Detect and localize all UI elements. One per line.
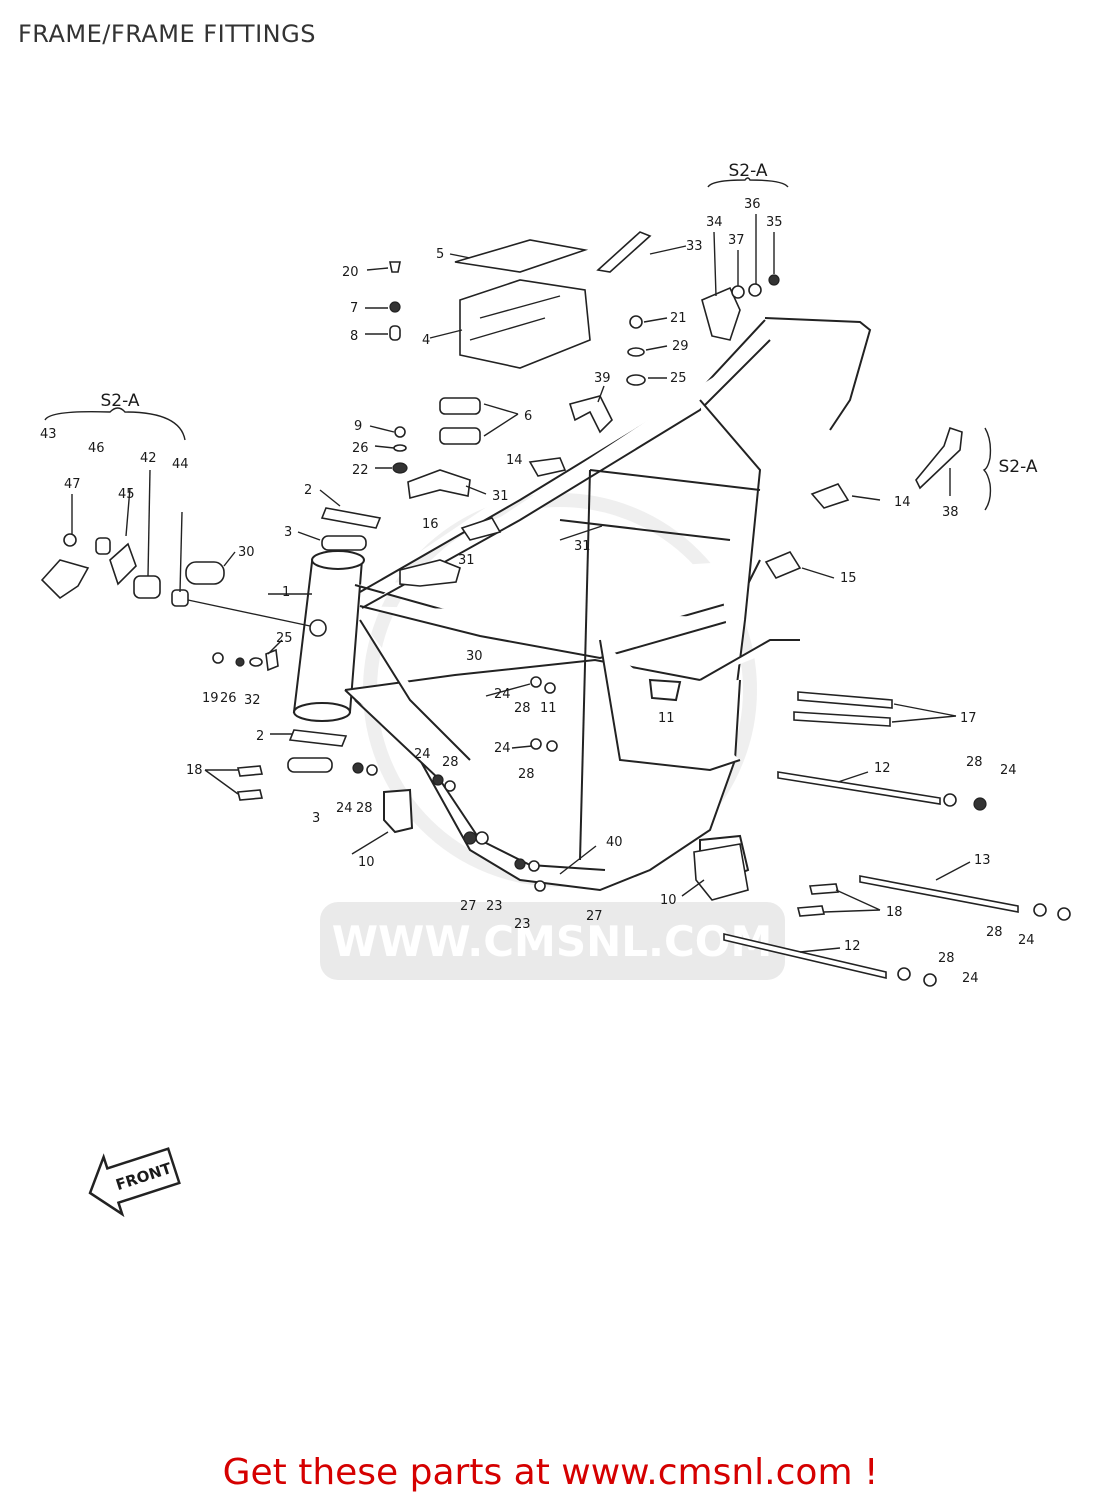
callout-38: 38 xyxy=(942,505,959,520)
callout-18: 18 xyxy=(186,763,203,778)
callout-8: 8 xyxy=(350,329,358,344)
callout-25: 25 xyxy=(670,371,687,386)
front-arrow-icon: FRONT xyxy=(88,1147,181,1218)
watermark-text: WWW.CMSNL.COM xyxy=(332,917,773,966)
callout-5: 5 xyxy=(436,247,444,262)
frame xyxy=(292,317,872,892)
callout-2: 2 xyxy=(256,729,264,744)
parts xyxy=(40,231,1071,987)
group-label: S2-A xyxy=(729,161,768,181)
cta-link[interactable]: Get these parts at www.cmsnl.com ! xyxy=(222,1452,879,1493)
callout-12: 12 xyxy=(844,939,861,954)
callout-3: 3 xyxy=(284,525,292,540)
callout-25: 25 xyxy=(276,631,293,646)
callout-28: 28 xyxy=(442,755,459,770)
callout-3: 3 xyxy=(312,811,320,826)
callout-24: 24 xyxy=(494,741,511,756)
callout-47: 47 xyxy=(64,477,81,492)
callout-11: 11 xyxy=(658,711,675,726)
callout-24: 24 xyxy=(414,747,431,762)
callout-30: 30 xyxy=(466,649,483,664)
callout-28: 28 xyxy=(514,701,531,716)
callout-24: 24 xyxy=(1018,933,1035,948)
callout-31: 31 xyxy=(492,489,509,504)
callout-28: 28 xyxy=(518,767,535,782)
callout-labels: 1 2 2 3 3 4 5 6 7 8 9 10 10 11 11 12 12 … xyxy=(40,197,1035,986)
callout-30: 30 xyxy=(238,545,255,560)
callout-40: 40 xyxy=(606,835,623,850)
callout-10: 10 xyxy=(660,893,677,908)
leader-lines xyxy=(71,214,971,953)
callout-28: 28 xyxy=(938,951,955,966)
callout-14: 14 xyxy=(506,453,523,468)
callout-6: 6 xyxy=(524,409,532,424)
callout-42: 42 xyxy=(140,451,157,466)
callout-34: 34 xyxy=(706,215,723,230)
group-label: S2-A xyxy=(999,457,1038,477)
callout-31: 31 xyxy=(458,553,475,568)
watermark: WWW.CMSNL.COM xyxy=(320,493,785,980)
callout-11: 11 xyxy=(540,701,557,716)
callout-29: 29 xyxy=(672,339,689,354)
callout-24: 24 xyxy=(336,801,353,816)
callout-39: 39 xyxy=(594,371,611,386)
page-title: FRAME/FRAME FITTINGS xyxy=(18,20,316,48)
callout-7: 7 xyxy=(350,301,358,316)
callout-45: 45 xyxy=(118,487,135,502)
callout-4: 4 xyxy=(422,333,430,348)
callout-36: 36 xyxy=(744,197,761,212)
callout-46: 46 xyxy=(88,441,105,456)
callout-21: 21 xyxy=(670,311,687,326)
callout-19: 19 xyxy=(202,691,219,706)
callout-28: 28 xyxy=(356,801,373,816)
callout-27: 27 xyxy=(460,899,477,914)
callout-14: 14 xyxy=(894,495,911,510)
callout-23: 23 xyxy=(514,917,531,932)
callout-12: 12 xyxy=(874,761,891,776)
callout-32: 32 xyxy=(244,693,261,708)
callout-23: 23 xyxy=(486,899,503,914)
callout-20: 20 xyxy=(342,265,359,280)
callout-27: 27 xyxy=(586,909,603,924)
group-label: S2-A xyxy=(101,391,140,411)
callout-28: 28 xyxy=(986,925,1003,940)
part-5-cover xyxy=(454,239,589,273)
callout-26: 26 xyxy=(220,691,237,706)
callout-15: 15 xyxy=(840,571,857,586)
callout-1: 1 xyxy=(282,585,290,600)
callout-43: 43 xyxy=(40,427,57,442)
group-s2a-right: S2-A xyxy=(982,427,1038,511)
callout-37: 37 xyxy=(728,233,745,248)
callout-9: 9 xyxy=(354,419,362,434)
callout-2: 2 xyxy=(304,483,312,498)
callout-26: 26 xyxy=(352,441,369,456)
callout-35: 35 xyxy=(766,215,783,230)
callout-24: 24 xyxy=(494,687,511,702)
group-s2a-left: S2-A xyxy=(44,391,186,441)
callout-31: 31 xyxy=(574,539,591,554)
callout-24: 24 xyxy=(1000,763,1017,778)
callout-16: 16 xyxy=(422,517,439,532)
callout-33: 33 xyxy=(686,239,703,254)
callout-18: 18 xyxy=(886,905,903,920)
callout-28: 28 xyxy=(966,755,983,770)
callout-24: 24 xyxy=(962,971,979,986)
callout-44: 44 xyxy=(172,457,189,472)
callout-10: 10 xyxy=(358,855,375,870)
callout-17: 17 xyxy=(960,711,977,726)
callout-22: 22 xyxy=(352,463,369,478)
group-s2a-top: S2-A xyxy=(707,161,789,188)
callout-13: 13 xyxy=(974,853,991,868)
